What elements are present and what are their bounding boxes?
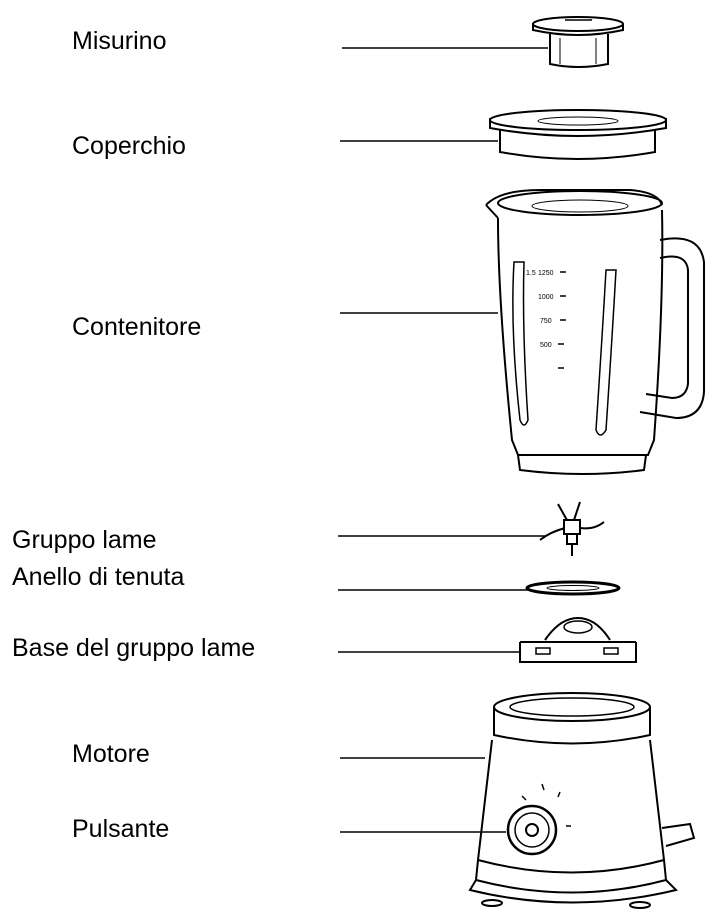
- label-motor: Motore: [72, 740, 150, 768]
- jug-scale-mark-1: 1.5: [526, 270, 536, 277]
- lid-drawing: [489, 109, 667, 160]
- label-knob: Pulsante: [72, 815, 170, 843]
- measuring-cap-drawing: [532, 16, 624, 68]
- jug-scale-marks: 1.5 1250 1000 750 500: [526, 270, 554, 349]
- label-lid: Coperchio: [72, 132, 186, 160]
- leader-lines: [338, 47, 548, 833]
- label-measuring-cap: Misurino: [72, 27, 167, 55]
- jug-scale-mark-3: 1000: [538, 294, 554, 301]
- blade-assembly-drawing: [539, 501, 605, 556]
- sealing-ring-drawing: [525, 580, 621, 596]
- label-jug: Contenitore: [72, 313, 202, 341]
- knob-drawing: [506, 804, 558, 856]
- motor-drawing: [468, 692, 696, 909]
- label-blade-assembly: Gruppo lame: [12, 526, 157, 554]
- jug-scale-mark-2: 1250: [538, 270, 554, 277]
- label-sealing-ring: Anello di tenuta: [12, 563, 185, 591]
- blade-base-drawing: [519, 616, 637, 663]
- jug-scale-mark-5: 500: [540, 342, 552, 349]
- jug-scale-mark-4: 750: [540, 318, 552, 325]
- label-blade-base: Base del gruppo lame: [12, 634, 256, 662]
- jug-drawing: [485, 189, 705, 475]
